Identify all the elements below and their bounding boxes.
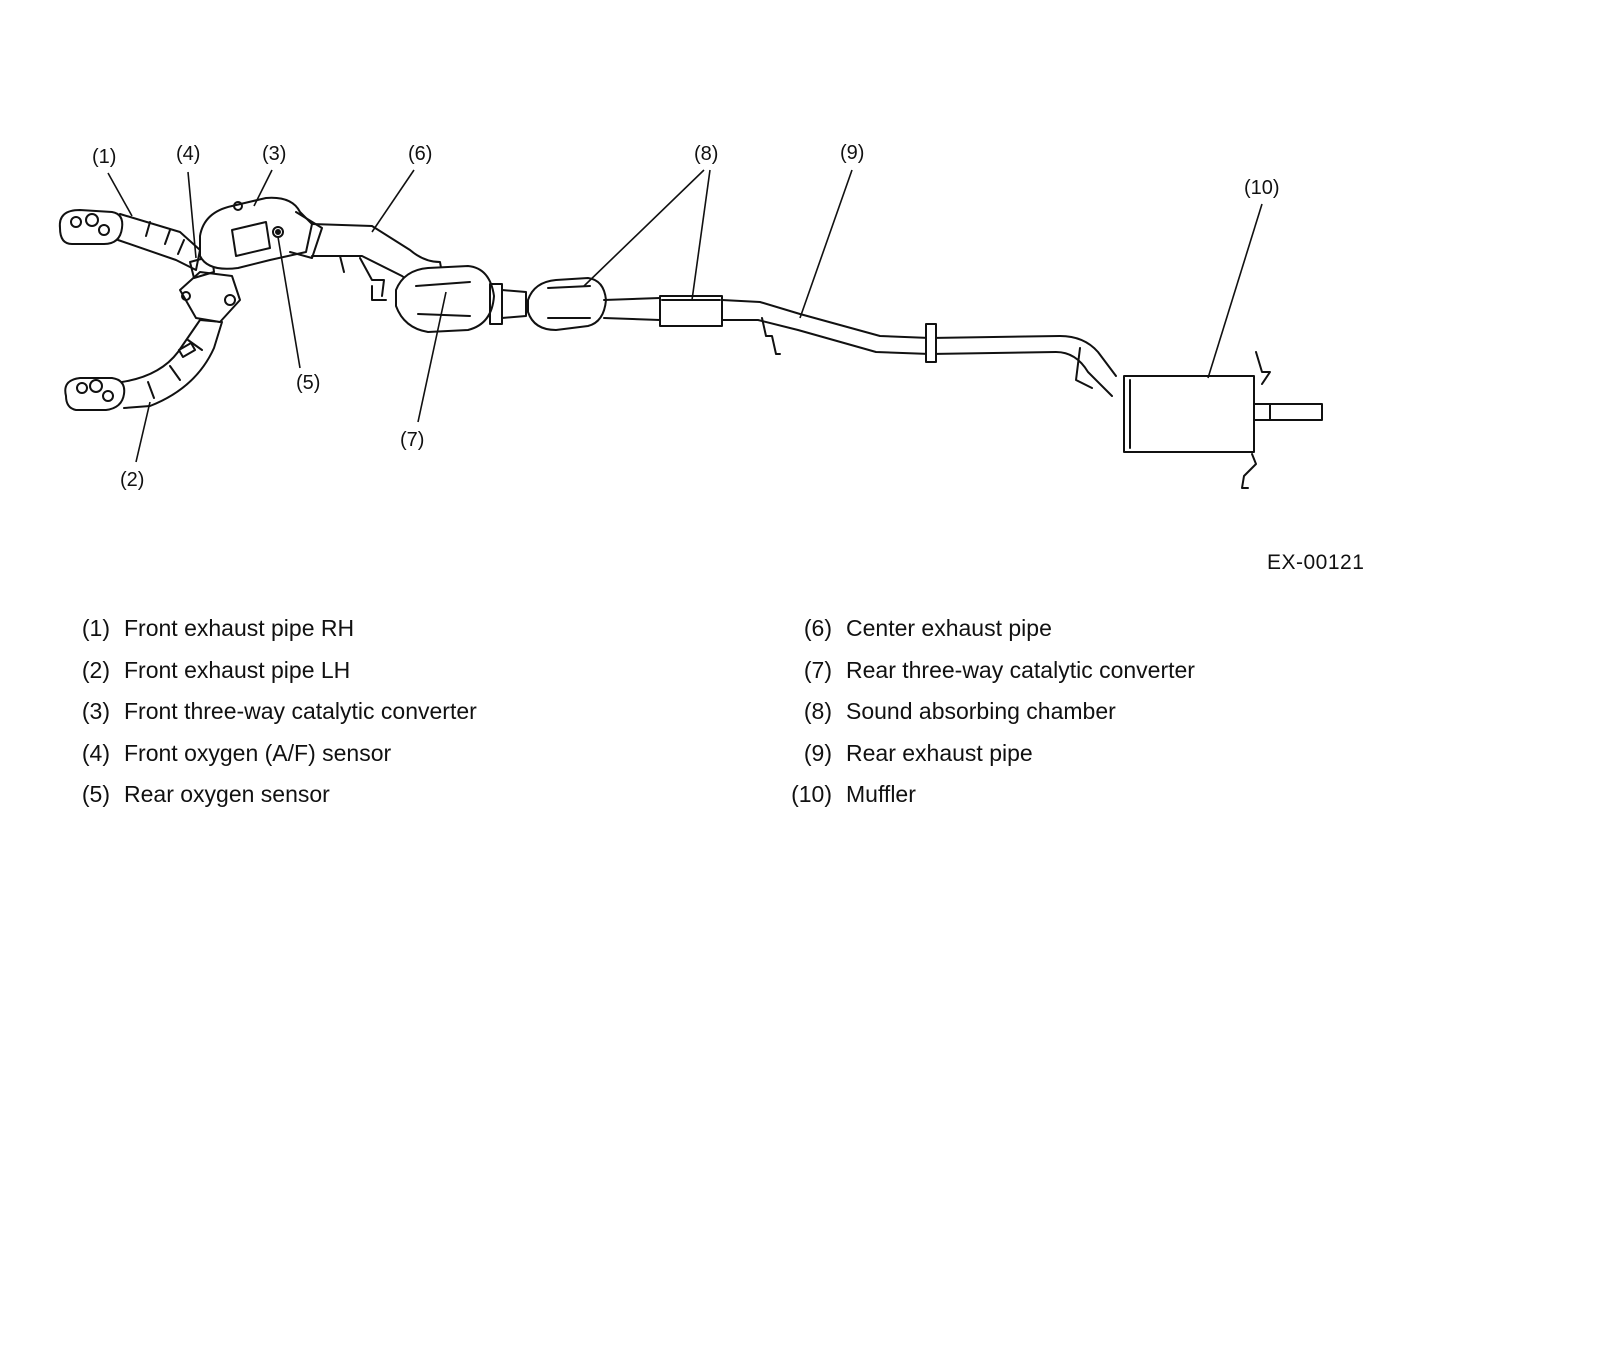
legend-number: (8) [803,698,832,725]
legend-label: Rear exhaust pipe [846,739,1033,766]
callout-8: (8) [694,143,718,165]
legend-label: Front oxygen (A/F) sensor [124,739,392,766]
legend-item: (5) Rear oxygen sensor [70,774,477,816]
legend-number: (9) [803,739,832,766]
legend-number: (6) [803,615,832,642]
legend-label: Rear three-way catalytic converter [846,656,1195,683]
legend-number: (4) [81,739,110,766]
callout-5: (5) [296,372,320,394]
legend-label: Rear oxygen sensor [124,781,330,808]
front-exhaust-pipe-rh [58,209,201,271]
callout-7: (7) [400,429,424,451]
callout-6: (6) [408,143,432,165]
callout-2: (2) [120,469,144,491]
callout-3: (3) [262,143,286,165]
legend-item: (3) Front three-way catalytic converter [70,691,477,733]
callout-4: (4) [176,143,200,165]
callout-9: (9) [840,142,864,164]
legend-item: (10) Muffler [780,774,1195,816]
legend-item: (1) Front exhaust pipe RH [70,608,477,650]
legend-item: (6) Center exhaust pipe [780,608,1195,650]
y-joint [179,255,241,323]
legend-right: (6) Center exhaust pipe (7) Rear three-way… [780,608,1195,816]
legend-number: (1) [81,615,110,642]
legend-label: Center exhaust pipe [846,615,1052,642]
legend-label: Sound absorbing chamber [846,698,1116,725]
exhaust-system-diagram: (1) (4) (3) (6) (8) (9) (10) (5) (7) (2) [58,142,1323,491]
legend-number: (7) [803,656,832,683]
legend-number: (5) [81,781,110,808]
rear-catalytic-converter [395,265,527,333]
rear-oxygen-sensor [272,226,284,238]
legend-item: (8) Sound absorbing chamber [780,691,1195,733]
legend-item: (2) Front exhaust pipe LH [70,650,477,692]
leader-lines [107,169,1263,463]
legend-number: (10) [791,781,832,808]
rear-exhaust-pipe [721,299,1117,397]
legend-label: Front exhaust pipe RH [124,615,355,642]
legend-number: (3) [81,698,110,725]
front-catalytic-converter [199,196,323,270]
legend-label: Muffler [846,781,916,808]
legend-number: (2) [81,656,110,683]
callout-1: (1) [92,146,116,168]
callout-labels: (1) (4) (3) (6) (8) (9) (10) (5) (7) (2) [92,142,1280,491]
front-exhaust-pipe-lh [64,319,223,411]
figure-id: EX-00121 [1267,551,1365,574]
callout-10: (10) [1244,177,1280,199]
legend-item: (7) Rear three-way catalytic converter [780,650,1195,692]
legend-item: (9) Rear exhaust pipe [780,733,1195,775]
muffler [1123,351,1323,489]
legend-item: (4) Front oxygen (A/F) sensor [70,733,477,775]
legend-label: Front exhaust pipe LH [124,656,351,683]
legend-label: Front three-way catalytic converter [124,698,477,725]
legend-left: (1) Front exhaust pipe RH (2) Front exhaus… [70,608,477,816]
sound-absorbing-chamber [527,277,723,331]
